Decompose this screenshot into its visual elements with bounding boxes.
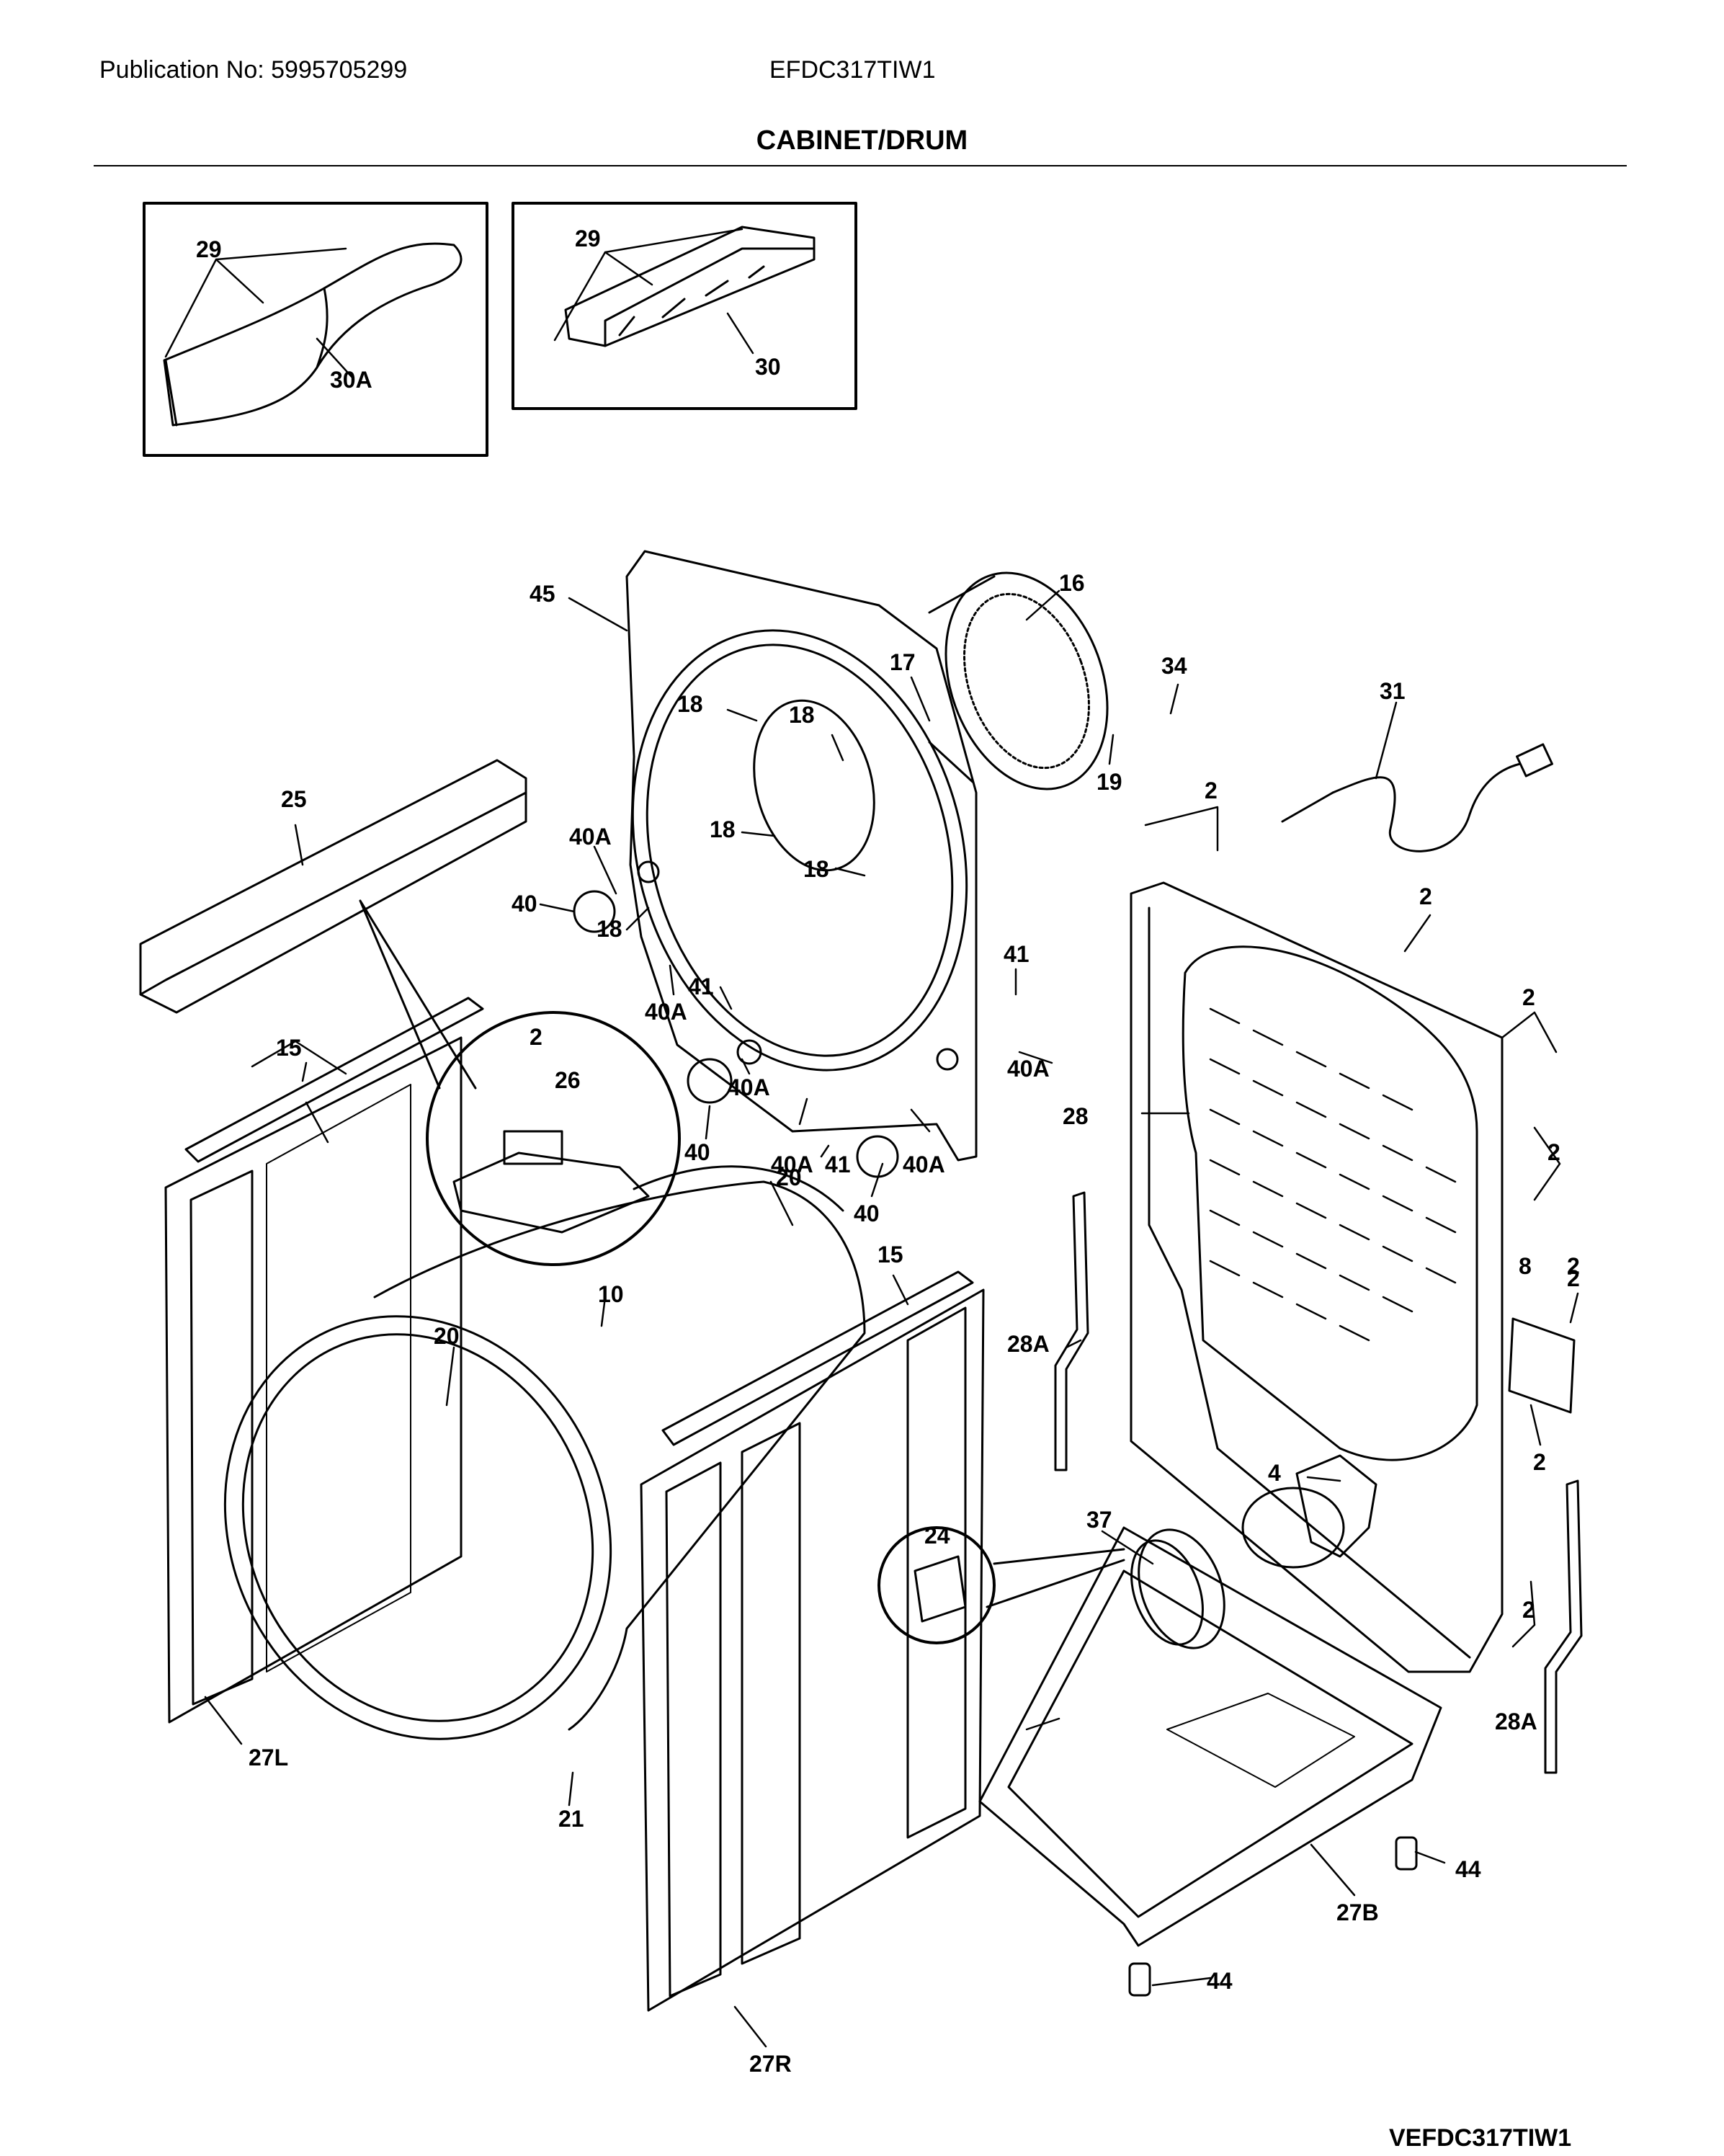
callout-4: 4	[1268, 1460, 1281, 1486]
callout-28A: 28A	[1495, 1709, 1537, 1734]
callout-40A: 40A	[1007, 1056, 1050, 1082]
callout-2: 2	[1522, 984, 1535, 1010]
inset-box-left	[143, 202, 488, 457]
callout-29: 29	[575, 226, 601, 251]
rail-28A-right	[1544, 1479, 1583, 1774]
filter-cover-magnifier	[877, 1526, 1125, 1644]
callout-20: 20	[434, 1323, 460, 1349]
callout-29: 29	[196, 236, 222, 262]
top-rail-15-left	[184, 997, 484, 1163]
callout-16: 16	[1059, 570, 1085, 596]
callout-27R: 27R	[749, 2051, 792, 2077]
callout-44: 44	[1455, 1856, 1481, 1882]
callout-2: 2	[1419, 883, 1432, 909]
callout-2: 2	[1533, 1449, 1546, 1475]
bracket-8	[1508, 1317, 1576, 1414]
callout-37: 37	[1086, 1507, 1112, 1533]
top-rail-25	[139, 759, 527, 1014]
callout-45: 45	[530, 581, 555, 607]
inset-box-right	[512, 202, 857, 410]
callout-30: 30	[755, 354, 781, 380]
callout-15: 15	[877, 1242, 903, 1268]
callout-40A: 40A	[645, 999, 687, 1025]
duct-30-part	[564, 226, 816, 347]
callout-27L: 27L	[249, 1745, 288, 1770]
callout-2: 2	[1567, 1265, 1580, 1291]
callout-17: 17	[890, 649, 916, 675]
callout-2: 2	[530, 1024, 542, 1050]
drum-21	[223, 1165, 866, 1740]
callout-18: 18	[803, 856, 829, 882]
callout-30A: 30A	[330, 367, 372, 393]
callout-2: 2	[1522, 1597, 1535, 1623]
callout-40: 40	[854, 1200, 880, 1226]
callout-18: 18	[710, 816, 736, 842]
top-rail-15-right	[661, 1270, 974, 1446]
side-panel-27R	[640, 1288, 985, 2012]
rear-panel-28	[1130, 881, 1504, 1673]
callout-40: 40	[512, 891, 537, 917]
callout-31: 31	[1380, 678, 1406, 704]
callout-40: 40	[684, 1139, 710, 1165]
callout-40A: 40A	[728, 1074, 770, 1100]
callout-41: 41	[825, 1152, 851, 1177]
callout-24: 24	[924, 1523, 950, 1549]
callout-2: 2	[1205, 778, 1218, 803]
duct-ring-37	[1130, 1528, 1225, 1649]
callout-15: 15	[276, 1035, 302, 1061]
side-panel-27L	[164, 1036, 463, 1724]
callout-44: 44	[1207, 1968, 1233, 1994]
callout-26: 26	[555, 1067, 581, 1093]
leader-lines	[164, 228, 1579, 2048]
callout-2: 2	[1547, 1139, 1560, 1165]
callout-2: 2	[1567, 1253, 1580, 1279]
control-board-magnifier	[359, 899, 681, 1266]
callout-41: 41	[688, 974, 714, 999]
duct-30A-part	[163, 242, 463, 427]
section-title: CABINET/DRUM	[756, 125, 968, 156]
roller-40-right	[856, 1135, 899, 1178]
bulkhead-45	[625, 550, 978, 1162]
callout-20: 20	[776, 1164, 802, 1190]
callout-40A: 40A	[903, 1152, 945, 1177]
leveling-foot-lower	[1128, 1962, 1151, 1997]
header-rule	[94, 165, 1627, 166]
callout-28: 28	[1063, 1103, 1089, 1129]
callout-18: 18	[677, 691, 703, 717]
diagram-code: VEFDC317TIW1	[1389, 2124, 1572, 2152]
callout-8: 8	[1519, 1253, 1532, 1279]
roller-40-middle	[687, 1058, 733, 1104]
power-cord-31	[1281, 743, 1553, 852]
callout-10: 10	[598, 1281, 624, 1307]
callout-41: 41	[1004, 941, 1030, 967]
base-27B	[978, 1526, 1442, 1947]
leveling-foot-upper	[1395, 1836, 1418, 1871]
exhaust-duct-16	[928, 571, 1109, 790]
callout-34: 34	[1161, 653, 1187, 679]
callout-40A: 40A	[771, 1152, 813, 1177]
rail-28A-left	[1054, 1191, 1089, 1471]
callout-18: 18	[597, 916, 622, 942]
publication-number: Publication No: 5995705299	[99, 56, 408, 84]
callout-28A: 28A	[1007, 1331, 1050, 1357]
callout-21: 21	[558, 1806, 584, 1832]
callout-25: 25	[281, 786, 307, 812]
model-number: EFDC317TIW1	[769, 56, 936, 84]
callout-labels: 29 30A 29 30 45 16 17 34 31 19 18 18 18 …	[196, 226, 1580, 2077]
callout-18: 18	[789, 702, 815, 728]
callout-19: 19	[1097, 769, 1122, 795]
callout-27B: 27B	[1336, 1899, 1379, 1925]
callout-40A: 40A	[569, 824, 612, 850]
